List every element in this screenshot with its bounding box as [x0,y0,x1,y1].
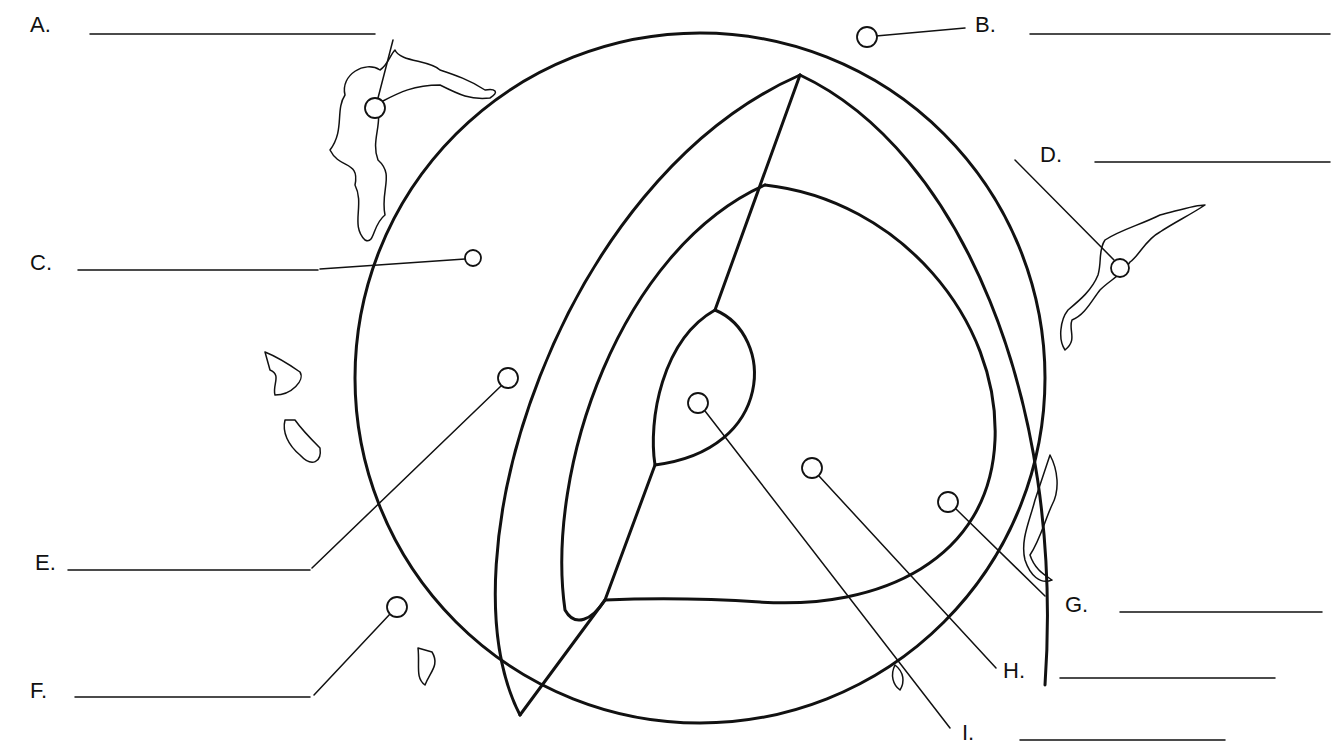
part-letter: I. [962,722,974,744]
part-letter: H. [1003,660,1025,682]
part-letter: C. [30,252,52,274]
marker-dots [365,27,1129,617]
part-letter: E. [35,552,56,574]
part-letter: G. [1065,594,1088,616]
part-letter: F. [30,680,47,702]
leader-lines [312,28,1114,728]
answer-blanks [68,34,1330,740]
earth-surface [355,33,1045,723]
part-letter: A. [30,14,51,36]
part-letter: B. [975,14,996,36]
part-letter: D. [1040,144,1062,166]
cutaway-layers [495,75,1047,715]
